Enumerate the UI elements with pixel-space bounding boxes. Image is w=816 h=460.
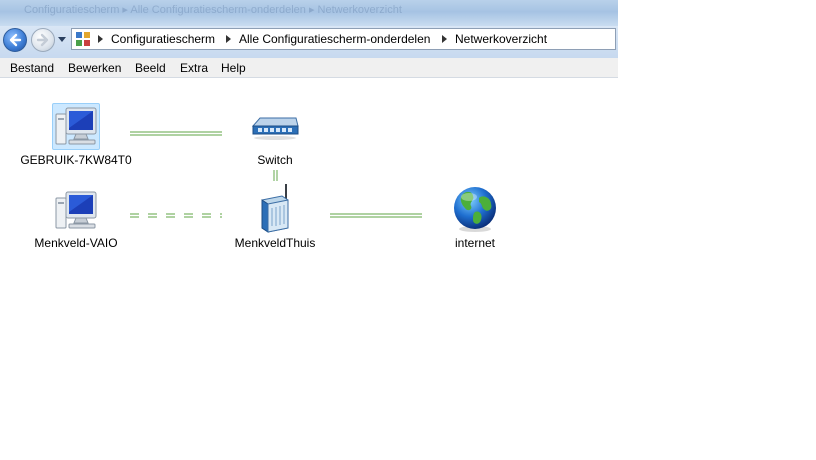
connection-line-wired (273, 170, 278, 181)
menu-view[interactable]: Beeld (135, 61, 166, 75)
node-label-router: MenkveldThuis (234, 236, 316, 250)
breadcrumb-all-items[interactable]: Alle Configuratiescherm-onderdelen (239, 32, 431, 46)
menu-tools[interactable]: Extra (180, 61, 209, 75)
connection-line-wireless (130, 213, 222, 218)
breadcrumb-control-panel[interactable]: Configuratiescherm (111, 32, 216, 46)
wireless-router-icon (261, 184, 289, 233)
address-bar[interactable]: Configuratiescherm Alle Configuratiesche… (71, 28, 616, 50)
node-label-internet: internet (454, 236, 496, 250)
control-panel-icon (76, 32, 90, 46)
arrow-left-icon (9, 33, 22, 47)
window-title-bar: Configuratiescherm ▸ Alle Configuratiesc… (0, 0, 618, 26)
breadcrumb-separator-icon[interactable] (442, 35, 447, 43)
breadcrumb-separator-icon[interactable] (98, 35, 103, 43)
switch-icon (251, 117, 299, 140)
breadcrumb-separator-icon[interactable] (226, 35, 231, 43)
connection-line-wired (330, 213, 422, 218)
computer-icon (55, 191, 97, 229)
computer-icon (55, 107, 97, 145)
arrow-right-icon (36, 33, 49, 47)
window-title: Configuratiescherm ▸ Alle Configuratiesc… (24, 4, 402, 16)
connection-line-wired (130, 131, 222, 136)
menu-help[interactable]: Help (221, 61, 246, 75)
menu-file[interactable]: Bestand (10, 61, 55, 75)
node-label-pc2: Menkveld-VAIO (34, 236, 118, 250)
navigation-bar: Configuratiescherm Alle Configuratiesche… (0, 26, 618, 58)
globe-icon (454, 187, 496, 232)
node-label-switch: Switch (257, 153, 293, 167)
menu-edit[interactable]: Bewerken (68, 61, 122, 75)
node-label-pc1: GEBRUIK-7KW84T0 (20, 153, 132, 167)
breadcrumb-network-map[interactable]: Netwerkoverzicht (455, 32, 548, 46)
menu-bar: Bestand Bewerken Beeld Extra Help (0, 58, 618, 78)
recent-pages-dropdown[interactable] (57, 34, 67, 44)
forward-button[interactable] (31, 28, 55, 52)
back-button[interactable] (3, 28, 27, 52)
